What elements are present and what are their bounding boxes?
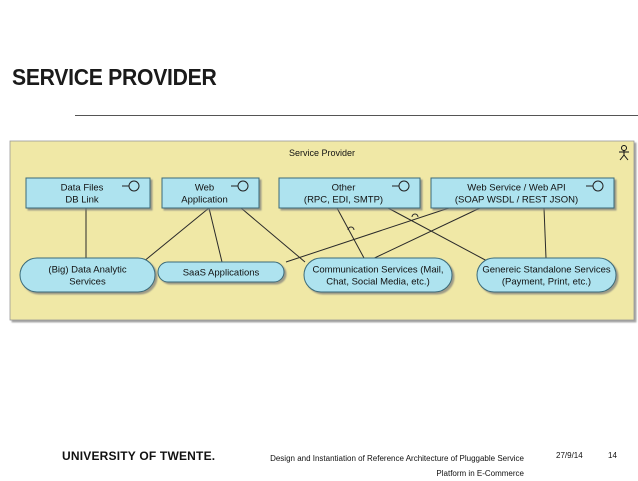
diagram-frame bbox=[9, 140, 635, 321]
service-label: Communication Services (Mail, bbox=[313, 265, 444, 276]
interface-label: (RPC, EDI, SMTP) bbox=[304, 195, 383, 206]
interface-icon bbox=[586, 180, 604, 192]
service-label: Genereic Standalone Services bbox=[482, 265, 611, 276]
service-saas: SaaS Applications bbox=[157, 261, 285, 283]
service-label: (Big) Data Analytic bbox=[48, 265, 126, 276]
university-logo: UNIVERSITY OF TWENTE. bbox=[62, 449, 216, 463]
footer-description: Design and Instantiation of Reference Ar… bbox=[270, 454, 524, 478]
service-label: Services bbox=[69, 277, 106, 288]
service-generic: Genereic Standalone Services(Payment, Pr… bbox=[476, 257, 617, 293]
interface-label: Application bbox=[181, 195, 227, 206]
service-label: SaaS Applications bbox=[183, 268, 260, 279]
service-comm: Communication Services (Mail,Chat, Socia… bbox=[303, 257, 453, 293]
footer-date: 27/9/14 bbox=[556, 451, 583, 460]
interface-label: Data Files bbox=[61, 183, 104, 194]
interface-other: Other(RPC, EDI, SMTP) bbox=[278, 177, 421, 209]
interface-label: DB Link bbox=[65, 195, 99, 206]
diagram-frame-title: Service Provider bbox=[289, 148, 355, 158]
page-number: 14 bbox=[608, 451, 617, 460]
service-label: Chat, Social Media, etc.) bbox=[326, 277, 430, 288]
service-label: (Payment, Print, etc.) bbox=[502, 277, 591, 288]
interface-icon bbox=[122, 180, 140, 192]
actor-icon bbox=[619, 145, 629, 161]
connector-lines bbox=[85, 207, 547, 263]
interface-icon bbox=[231, 180, 249, 192]
interface-label: Web bbox=[195, 183, 214, 194]
interface-webservice: Web Service / Web API(SOAP WSDL / REST J… bbox=[430, 177, 615, 209]
interface-icon bbox=[392, 180, 410, 192]
interface-label: Other bbox=[332, 183, 356, 194]
title-divider bbox=[75, 115, 638, 116]
interface-label: Web Service / Web API bbox=[467, 183, 565, 194]
interface-label: (SOAP WSDL / REST JSON) bbox=[455, 195, 578, 206]
slide-title: SERVICE PROVIDER bbox=[12, 64, 217, 90]
